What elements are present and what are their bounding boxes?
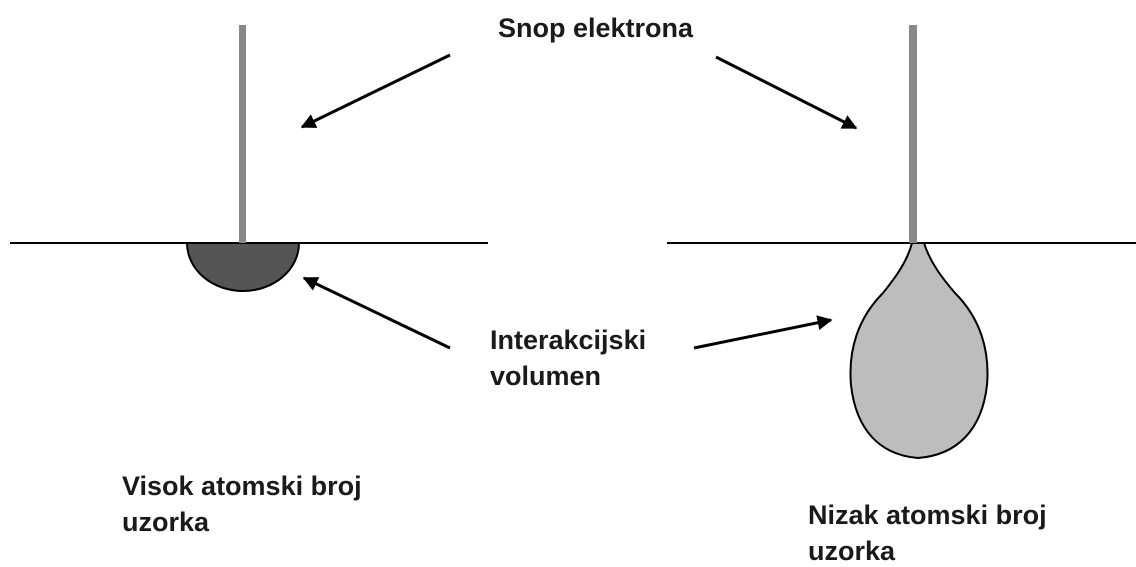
beam-arrow-right — [715, 55, 858, 130]
high-z-caption-line1: Visok atomski broj — [122, 471, 362, 501]
volume-arrow-left — [302, 276, 451, 350]
interaction-volume-label-line1: Interakcijski — [490, 325, 647, 355]
interaction-volume-label-line2: volumen — [490, 361, 602, 391]
interaction-volume-low-z — [849, 242, 989, 460]
low-z-caption: Nizak atomski broj uzorka — [808, 497, 1047, 567]
electron-beam-right — [909, 25, 917, 243]
high-z-caption-line2: uzorka — [122, 507, 210, 537]
interaction-volume-label: Interakcijski volumen — [490, 322, 646, 394]
interaction-volume-high-z — [185, 242, 301, 292]
electron-beam-left — [239, 25, 246, 243]
volume-arrow-right — [693, 315, 833, 350]
low-z-caption-line2: uzorka — [808, 536, 896, 566]
low-z-caption-line1: Nizak atomski broj — [808, 500, 1047, 530]
high-z-caption: Visok atomski broj uzorka — [122, 468, 362, 540]
beam-label: Snop elektrona — [498, 13, 694, 43]
beam-arrow-left — [300, 53, 451, 129]
